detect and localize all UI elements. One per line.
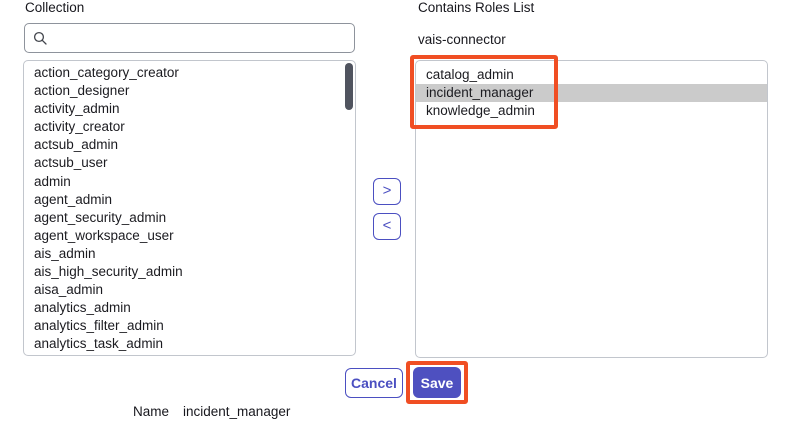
collection-list-item[interactable]: ais_high_security_admin xyxy=(34,264,183,280)
collection-list-item[interactable]: agent_workspace_user xyxy=(34,227,174,243)
collection-list-item[interactable]: actsub_user xyxy=(34,155,108,171)
scrollbar-thumb[interactable] xyxy=(345,63,353,110)
collection-list-item[interactable]: admin xyxy=(34,173,71,189)
name-row: Name incident_manager xyxy=(133,404,290,419)
contains-roles-list-item[interactable]: catalog_admin xyxy=(426,67,514,82)
collection-list-item[interactable]: action_designer xyxy=(34,83,130,99)
contains-roles-list-label: Contains Roles List xyxy=(418,0,535,15)
search-icon xyxy=(33,31,47,45)
move-left-button[interactable]: < xyxy=(373,213,401,240)
name-value: incident_manager xyxy=(183,404,291,419)
collection-list-item[interactable]: analytics_admin xyxy=(34,300,131,316)
collection-list-item[interactable]: activity_admin xyxy=(34,101,120,117)
move-right-button[interactable]: > xyxy=(373,178,401,205)
contains-roles-list-item[interactable]: knowledge_admin xyxy=(426,103,535,119)
name-label: Name xyxy=(133,404,170,419)
collection-list-item[interactable]: agent_admin xyxy=(34,191,113,207)
collection-label: Collection xyxy=(25,0,85,15)
collection-list-item[interactable]: ais_admin xyxy=(34,245,96,261)
cancel-button[interactable]: Cancel xyxy=(345,368,403,398)
collection-list-item[interactable]: activity_creator xyxy=(34,119,125,135)
collection-list-item[interactable]: analytics_viewer xyxy=(24,354,355,356)
save-button[interactable]: Save xyxy=(413,367,461,398)
collection-list-item[interactable]: analytics_filter_admin xyxy=(34,318,164,334)
collection-list-item[interactable]: analytics_task_admin xyxy=(34,336,164,352)
search-box[interactable] xyxy=(24,23,355,53)
contains-roles-list-item[interactable]: incident_manager xyxy=(416,84,767,103)
collection-list-item[interactable]: aisa_admin xyxy=(34,282,104,298)
collection-list-item[interactable]: actsub_admin xyxy=(34,137,119,153)
search-input[interactable] xyxy=(54,24,354,52)
collection-list-item[interactable]: agent_security_admin xyxy=(34,209,167,225)
collection-list-item[interactable]: action_category_creator xyxy=(34,65,179,80)
connector-name-label: vais-connector xyxy=(418,32,506,47)
